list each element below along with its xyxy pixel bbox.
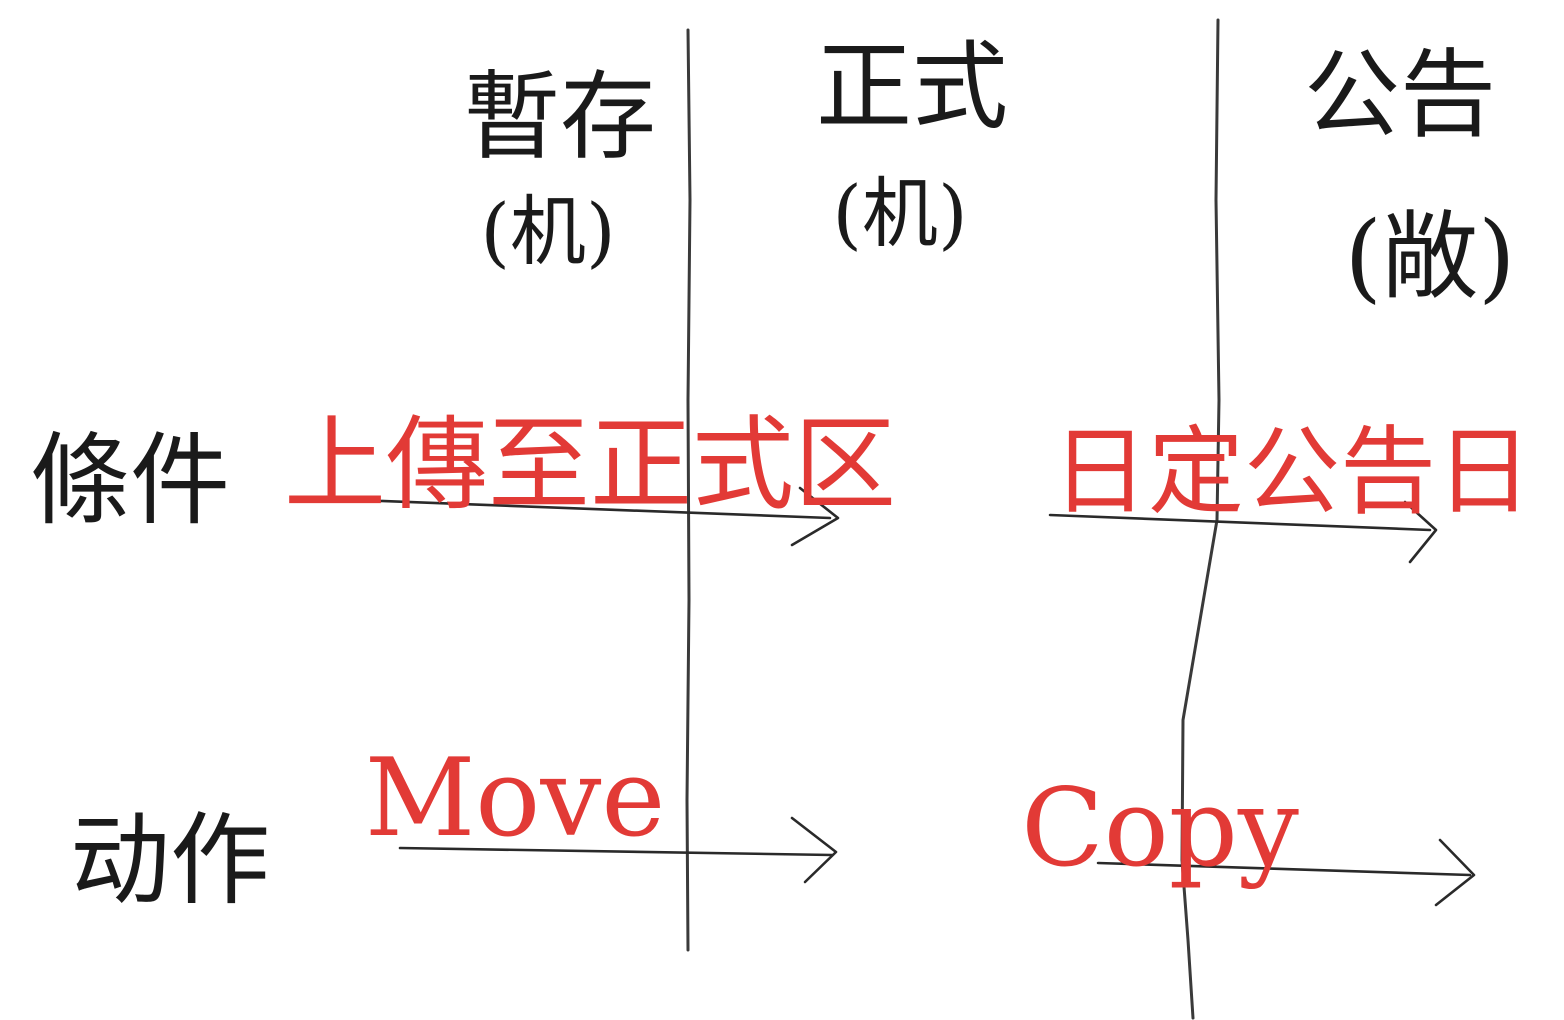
- column-header-staging: 暫存: [464, 61, 656, 173]
- column-subheader-announcement: (敞): [1345, 201, 1516, 313]
- column-divider-1: [685, 28, 692, 952]
- arrow-head-action-copy: [1434, 838, 1476, 907]
- condition-label-upload-to-formal: 上傳至正式区: [284, 406, 896, 525]
- arrow-formal-to-announcement: [1048, 513, 1432, 532]
- arrow-head-staging-to-formal: [790, 486, 840, 547]
- condition-label-scheduled-announce-date: 日定公告日: [1052, 416, 1532, 528]
- arrow-action-move: [398, 846, 834, 857]
- column-subheader-staging: (机): [480, 187, 615, 276]
- action-label-copy: Copy: [1021, 766, 1299, 891]
- column-subheader-formal: (机): [832, 169, 967, 258]
- column-header-formal: 正式: [816, 31, 1008, 143]
- row-label-action: 动作: [70, 802, 270, 919]
- arrow-action-copy: [1096, 861, 1472, 877]
- action-label-move: Move: [365, 736, 666, 861]
- arrow-head-formal-to-announcement: [1403, 500, 1438, 564]
- column-header-announcement: 公告: [1304, 39, 1496, 151]
- row-label-condition: 條件: [30, 422, 230, 539]
- arrow-head-action-move: [790, 816, 838, 884]
- column-divider-2: [1180, 18, 1221, 1020]
- arrow-staging-to-formal: [353, 498, 832, 520]
